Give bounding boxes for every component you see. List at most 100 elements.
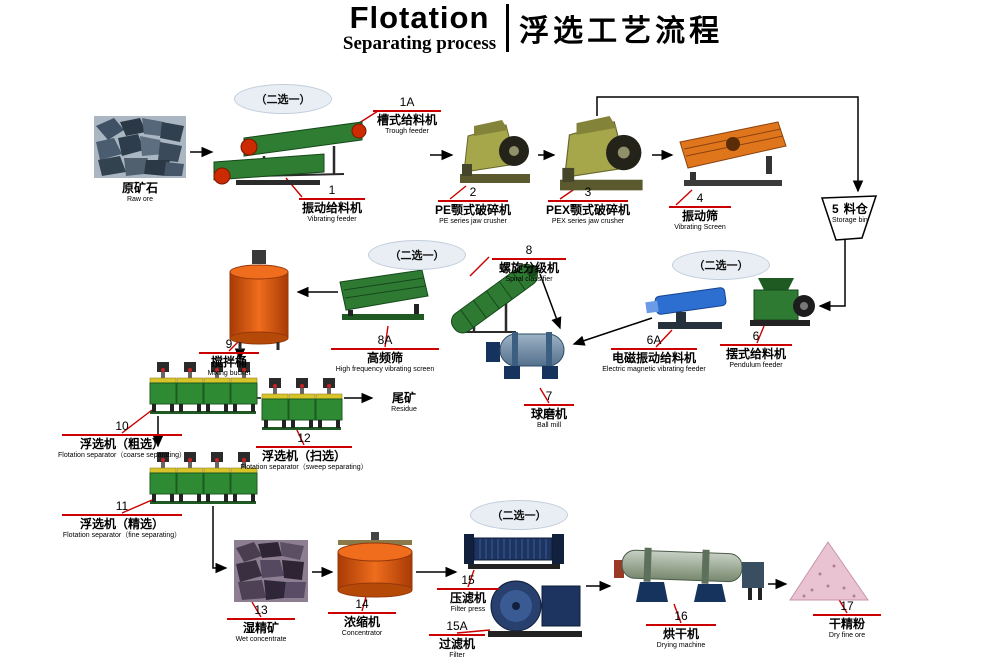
node-name-zh: 电磁振动给料机 xyxy=(611,350,696,365)
pendulum-feeder-machine xyxy=(750,278,815,326)
node-name-en: Pendulum feeder xyxy=(729,361,783,369)
flow-arrows xyxy=(152,96,864,592)
node-name-zh: 烘干机 xyxy=(662,626,699,641)
wet-concentrate-image xyxy=(234,540,308,602)
node-number: 6A xyxy=(646,333,662,347)
node-name-en: Storage bin xyxy=(832,216,868,224)
label-raw-ore: 原矿石 Raw ore xyxy=(94,181,186,204)
callout-underline xyxy=(198,351,260,354)
node-number: 12 xyxy=(297,431,311,445)
node-number: 15A xyxy=(446,619,468,633)
choose-one-badge-feeders: （二选一） xyxy=(234,84,332,114)
node-name-en: Filter xyxy=(449,651,465,659)
node-name-zh: 过滤机 xyxy=(438,636,475,651)
node-name-zh: PE颚式破碎机 xyxy=(434,202,511,217)
node-number: 5 xyxy=(832,202,839,216)
filter-press-machine xyxy=(464,534,564,569)
callout-underline xyxy=(227,617,295,620)
callout-underline xyxy=(611,347,697,350)
node-number: 15 xyxy=(461,573,475,587)
node-name-zh: 摆式给料机 xyxy=(725,346,786,361)
filter-machine xyxy=(488,580,582,637)
node-name-en: Wet concentrate xyxy=(235,635,287,643)
node-name-en: High frequency vibrating screen xyxy=(335,365,435,373)
node-number: 8 xyxy=(525,243,533,257)
node-number: 7 xyxy=(545,389,553,403)
node-name-en: Electric magnetic vibrating feeder xyxy=(602,365,706,373)
node-number: 9 xyxy=(225,337,233,351)
node-name-zh: 浮选机（精选） xyxy=(79,516,164,531)
node-name-zh: 振动给料机 xyxy=(301,200,362,215)
node-name-en: Filter press xyxy=(450,605,486,613)
node-name-en: Dry fine ore xyxy=(828,631,866,639)
callout-underline xyxy=(645,623,717,626)
callout-underline xyxy=(327,611,397,614)
callout-underline xyxy=(255,445,353,448)
node-name-zh: 高频筛 xyxy=(366,350,403,365)
node-number: 1A xyxy=(399,95,415,109)
title-divider xyxy=(506,3,510,52)
node-number: 14 xyxy=(355,597,369,611)
node-number: 17 xyxy=(840,599,854,613)
page-header: Flotation Separating process 浮选工艺流程 xyxy=(0,2,996,53)
node-name-zh: 浮选机（粗选） xyxy=(79,436,164,451)
node-name-en: Concentrator xyxy=(341,629,383,637)
raw-ore-image xyxy=(94,116,186,178)
pex-jaw-crusher-machine xyxy=(559,115,644,191)
choose-one-badge-screens: （二选一） xyxy=(368,240,466,270)
node-number: 8A xyxy=(377,333,393,347)
callout-underline xyxy=(61,513,183,516)
node-name-zh: PEX颚式破碎机 xyxy=(545,202,630,217)
node-number: 10 xyxy=(115,419,129,433)
flotation-machine-sweep xyxy=(261,377,343,430)
subtitle-english: Separating process xyxy=(342,33,497,54)
feeder-machines xyxy=(213,121,367,185)
callout-underline xyxy=(669,205,731,208)
callout-underline xyxy=(437,587,499,590)
title-chinese: 浮选工艺流程 xyxy=(519,14,724,48)
node-number: 13 xyxy=(254,603,268,617)
callout-underline xyxy=(548,199,628,202)
callout-underline xyxy=(492,257,566,260)
node-name-zh: 振动筛 xyxy=(681,208,718,223)
node-name-en: Flotation separator（coarse separating） xyxy=(57,451,186,459)
callout-underline xyxy=(61,433,183,436)
residue-name-zh: 尾矿 xyxy=(391,391,416,405)
pe-jaw-crusher-machine xyxy=(459,119,531,184)
node-number: 16 xyxy=(674,609,688,623)
node-name-zh: 槽式给料机 xyxy=(376,112,437,127)
node-number: 11 xyxy=(115,499,129,513)
vibrating-feeder-machine xyxy=(213,153,325,185)
node-name-zh: 螺旋分级机 xyxy=(498,260,559,275)
node-name-en: Vibrating feeder xyxy=(307,215,357,223)
label-flotation-fine: 11 浮选机（精选）Flotation separator（fine separ… xyxy=(52,500,192,539)
choose-one-badge-feeders2: （二选一） xyxy=(672,250,770,280)
callout-underline xyxy=(813,613,881,616)
node-name-zh: 浓缩机 xyxy=(343,614,380,629)
label-residue: 尾矿 Residue xyxy=(376,391,432,414)
node-name-zh: 浮选机（扫选） xyxy=(261,448,346,463)
high-frequency-screen-machine xyxy=(339,269,429,320)
node-name-zh: 料仓 xyxy=(843,202,868,216)
node-name-en: Spiral classifier xyxy=(505,275,553,283)
callout-underline xyxy=(428,633,486,636)
node-name-en: Mixing bucket xyxy=(207,369,251,377)
callout-underline xyxy=(330,347,440,350)
dry-fine-ore-image xyxy=(789,541,869,601)
drying-machine xyxy=(614,547,764,602)
callout-underline xyxy=(437,199,509,202)
callout-underline xyxy=(373,109,441,112)
callout-underline xyxy=(299,197,365,200)
node-number: 1 xyxy=(328,183,336,197)
mixing-bucket-machine xyxy=(229,250,289,350)
flotation-machine-coarse xyxy=(149,361,258,414)
